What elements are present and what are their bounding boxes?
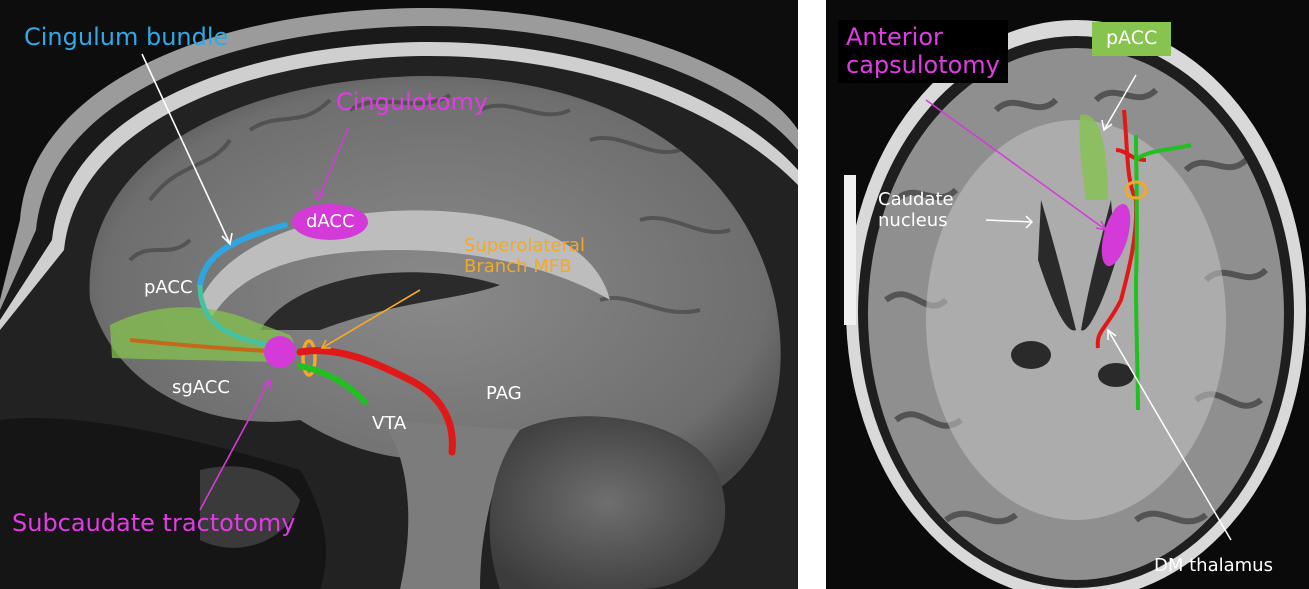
vta-label: VTA bbox=[372, 414, 406, 435]
pag-label: PAG bbox=[486, 384, 522, 405]
pacc-box-label: pACC bbox=[1092, 22, 1171, 56]
axial-brain-image bbox=[826, 0, 1309, 589]
cingulotomy-label: Cingulotomy bbox=[336, 89, 488, 117]
caudate-nucleus-label: Caudate nucleus bbox=[878, 190, 954, 231]
cingulum-bundle-label: Cingulum bundle bbox=[24, 24, 228, 52]
superolateral-mfb-label: Superolateral Branch MFB bbox=[464, 236, 585, 277]
sgacc-label: sgACC bbox=[172, 378, 230, 399]
axial-mri-panel: Anterior capsulotomy pACC Caudate nucleu… bbox=[826, 0, 1309, 589]
sagittal-mri-panel: Cingulum bundle Cingulotomy dACC Superol… bbox=[0, 0, 798, 589]
subcaudate-tractotomy-label: Subcaudate tractotomy bbox=[12, 510, 296, 538]
dm-thalamus-label: DM thalamus bbox=[1154, 556, 1273, 577]
dacc-label: dACC bbox=[306, 212, 355, 233]
pacc-label: pACC bbox=[144, 278, 193, 299]
anterior-capsulotomy-label: Anterior capsulotomy bbox=[838, 20, 1008, 83]
